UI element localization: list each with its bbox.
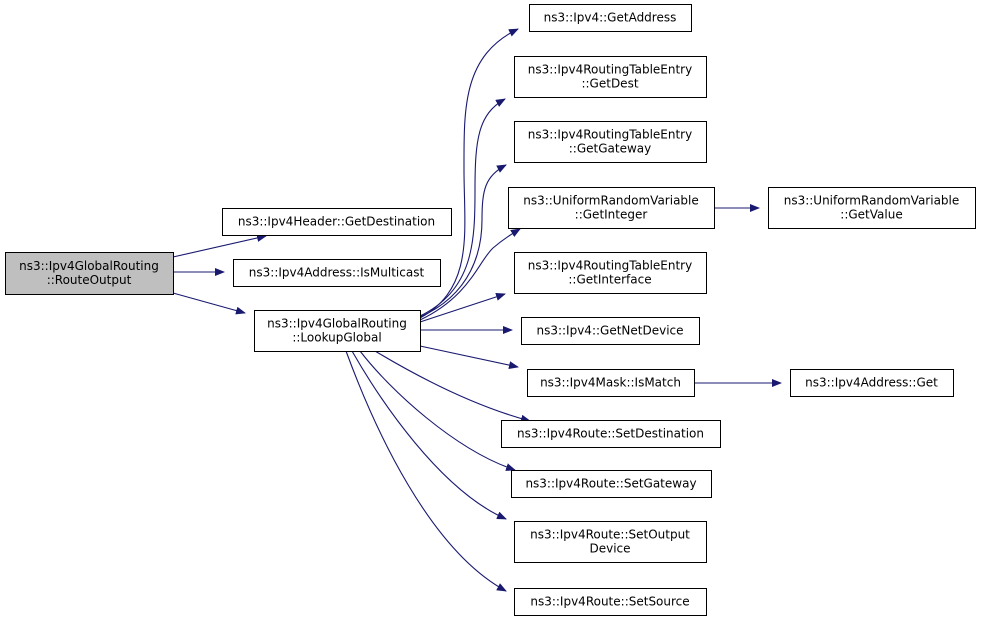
node-label-line: ::GetInterface xyxy=(568,273,651,287)
node-setdestination[interactable]: ns3::Ipv4Route::SetDestination xyxy=(501,420,721,448)
node-label-line: ::LookupGlobal xyxy=(292,331,381,345)
edge-routeoutput-to-lookupglobal xyxy=(172,292,246,315)
node-box xyxy=(514,121,707,163)
node-getdest[interactable]: ns3::Ipv4RoutingTableEntry::GetDest xyxy=(514,56,707,98)
node-label-line: ns3::Ipv4Header::GetDestination xyxy=(238,215,435,229)
node-label-line: ns3::Ipv4GlobalRouting xyxy=(267,317,407,331)
node-setsource[interactable]: ns3::Ipv4Route::SetSource xyxy=(514,588,707,616)
node-label-line: ns3::Ipv4Route::SetSource xyxy=(530,595,689,609)
node-box xyxy=(529,4,692,32)
node-label-line: ::GetValue xyxy=(840,208,902,222)
edge-lookupglobal-to-setgateway xyxy=(359,350,516,471)
node-box xyxy=(514,521,707,563)
node-box xyxy=(508,187,715,229)
node-addrget[interactable]: ns3::Ipv4Address::Get xyxy=(790,369,954,397)
node-label-line: ns3::UniformRandomVariable xyxy=(523,194,699,208)
node-label-line: ns3::Ipv4Address::Get xyxy=(805,376,938,390)
node-box xyxy=(768,187,976,229)
node-box xyxy=(233,259,441,287)
node-label-line: ::GetInteger xyxy=(575,208,648,222)
node-box xyxy=(254,310,421,352)
node-lookupglobal[interactable]: ns3::Ipv4GlobalRouting::LookupGlobal xyxy=(254,310,421,352)
node-label-line: ns3::Ipv4Route::SetGateway xyxy=(525,477,696,491)
node-box xyxy=(514,588,707,616)
node-label-line: Device xyxy=(589,542,630,556)
edge-lookupglobal-to-setoutputdevice xyxy=(351,350,507,520)
node-box xyxy=(527,369,695,397)
node-box xyxy=(514,56,707,98)
node-routeoutput[interactable]: ns3::Ipv4GlobalRouting::RouteOutput xyxy=(5,252,174,295)
node-label-line: ns3::Ipv4::GetNetDevice xyxy=(536,324,683,338)
node-box xyxy=(514,252,707,294)
node-label-line: ns3::Ipv4Mask::IsMatch xyxy=(540,376,681,390)
node-getinteger[interactable]: ns3::UniformRandomVariable::GetInteger xyxy=(508,187,715,229)
edge-lookupglobal-to-setdestination xyxy=(374,350,531,423)
node-ismulticast[interactable]: ns3::Ipv4Address::IsMulticast xyxy=(233,259,441,287)
edge-lookupglobal-to-ismatch xyxy=(419,345,519,370)
edge-lookupglobal-to-getaddress xyxy=(419,28,519,319)
edge-lookupglobal-to-getdest xyxy=(419,98,506,317)
node-ismatch[interactable]: ns3::Ipv4Mask::IsMatch xyxy=(527,369,695,397)
node-label-line: ::GetDest xyxy=(581,77,638,91)
node-box xyxy=(511,470,712,498)
edge-lookupglobal-to-getinterface xyxy=(419,293,506,323)
node-label-line: ::GetGateway xyxy=(569,142,651,156)
node-box xyxy=(5,252,174,295)
node-label-line: ns3::Ipv4RoutingTableEntry xyxy=(528,63,692,77)
node-label-line: ns3::Ipv4Address::IsMulticast xyxy=(249,266,425,280)
edge-routeoutput-to-getdestination_hdr xyxy=(172,234,267,258)
edge-lookupglobal-to-getinteger xyxy=(419,228,521,321)
node-label-line: ns3::Ipv4RoutingTableEntry xyxy=(528,128,692,142)
node-label-line: ns3::Ipv4::GetAddress xyxy=(544,11,677,25)
node-box xyxy=(790,369,954,397)
edges-layer xyxy=(172,28,782,592)
nodes-layer: ns3::Ipv4GlobalRouting::RouteOutputns3::… xyxy=(5,4,976,616)
node-label-line: ::RouteOutput xyxy=(47,273,132,287)
node-label-line: ns3::UniformRandomVariable xyxy=(784,194,960,208)
node-getaddress[interactable]: ns3::Ipv4::GetAddress xyxy=(529,4,692,32)
edge-lookupglobal-to-getgateway xyxy=(419,164,507,318)
node-label-line: ns3::Ipv4Route::SetDestination xyxy=(517,427,704,441)
node-box xyxy=(521,317,700,345)
node-box xyxy=(222,208,452,236)
node-getgateway[interactable]: ns3::Ipv4RoutingTableEntry::GetGateway xyxy=(514,121,707,163)
node-getnetdevice[interactable]: ns3::Ipv4::GetNetDevice xyxy=(521,317,700,345)
node-label-line: ns3::Ipv4GlobalRouting xyxy=(19,259,159,273)
node-label-line: ns3::Ipv4Route::SetOutput xyxy=(530,528,690,542)
node-getvalue[interactable]: ns3::UniformRandomVariable::GetValue xyxy=(768,187,976,229)
node-label-line: ns3::Ipv4RoutingTableEntry xyxy=(528,259,692,273)
node-box xyxy=(501,420,721,448)
node-getdestination_hdr[interactable]: ns3::Ipv4Header::GetDestination xyxy=(222,208,452,236)
edge-lookupglobal-to-setsource xyxy=(345,350,507,592)
node-setgateway[interactable]: ns3::Ipv4Route::SetGateway xyxy=(511,470,712,498)
node-getinterface[interactable]: ns3::Ipv4RoutingTableEntry::GetInterface xyxy=(514,252,707,294)
